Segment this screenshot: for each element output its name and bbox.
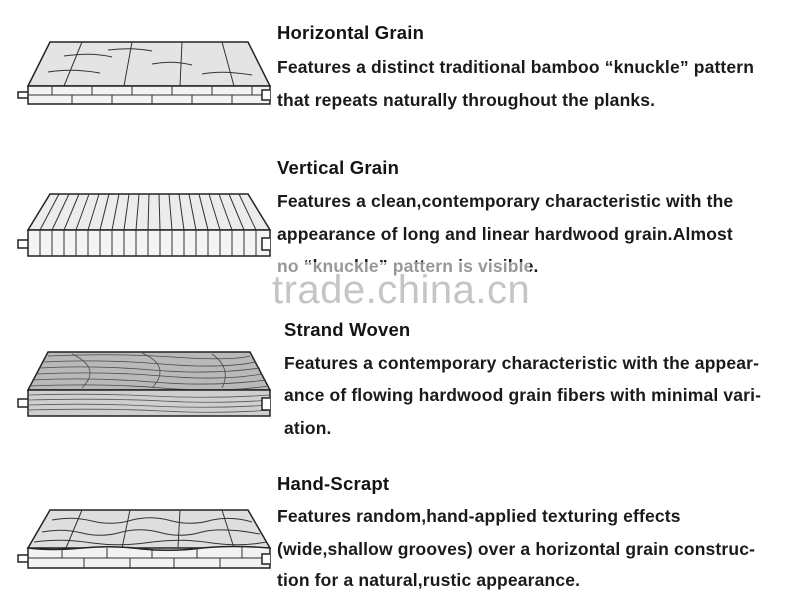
vertical-grain-plank-illustration: [17, 193, 272, 257]
description-line: that repeats naturally throughout the pl…: [277, 90, 656, 110]
section-title: Strand Woven: [284, 319, 411, 340]
hand-scrapt-plank-illustration: [17, 509, 272, 569]
section-title: Hand-Scrapt: [277, 473, 390, 494]
description-line: ance of flowing hardwood grain fibers wi…: [284, 385, 762, 405]
horizontal-grain-plank-illustration: [17, 41, 272, 105]
description-line: Features random,hand-applied texturing e…: [277, 506, 681, 526]
watermark-mask: [270, 262, 530, 308]
description-line: Features a distinct traditional bamboo “…: [277, 57, 755, 77]
watermark: trade.china.cn: [272, 268, 531, 312]
description-line: ation.: [284, 418, 332, 438]
description-line: (wide,shallow grooves) over a horizontal…: [277, 539, 756, 559]
description-line: tion for a natural,rustic appearance.: [277, 570, 581, 590]
strand-woven-plank-illustration: [17, 351, 272, 417]
description-line: appearance of long and linear hardwood g…: [277, 224, 733, 244]
description-line: Features a contemporary characteristic w…: [284, 353, 760, 373]
section-title: Vertical Grain: [277, 157, 400, 178]
section-title: Horizontal Grain: [277, 22, 425, 43]
description-line: Features a clean,contemporary characteri…: [277, 191, 734, 211]
